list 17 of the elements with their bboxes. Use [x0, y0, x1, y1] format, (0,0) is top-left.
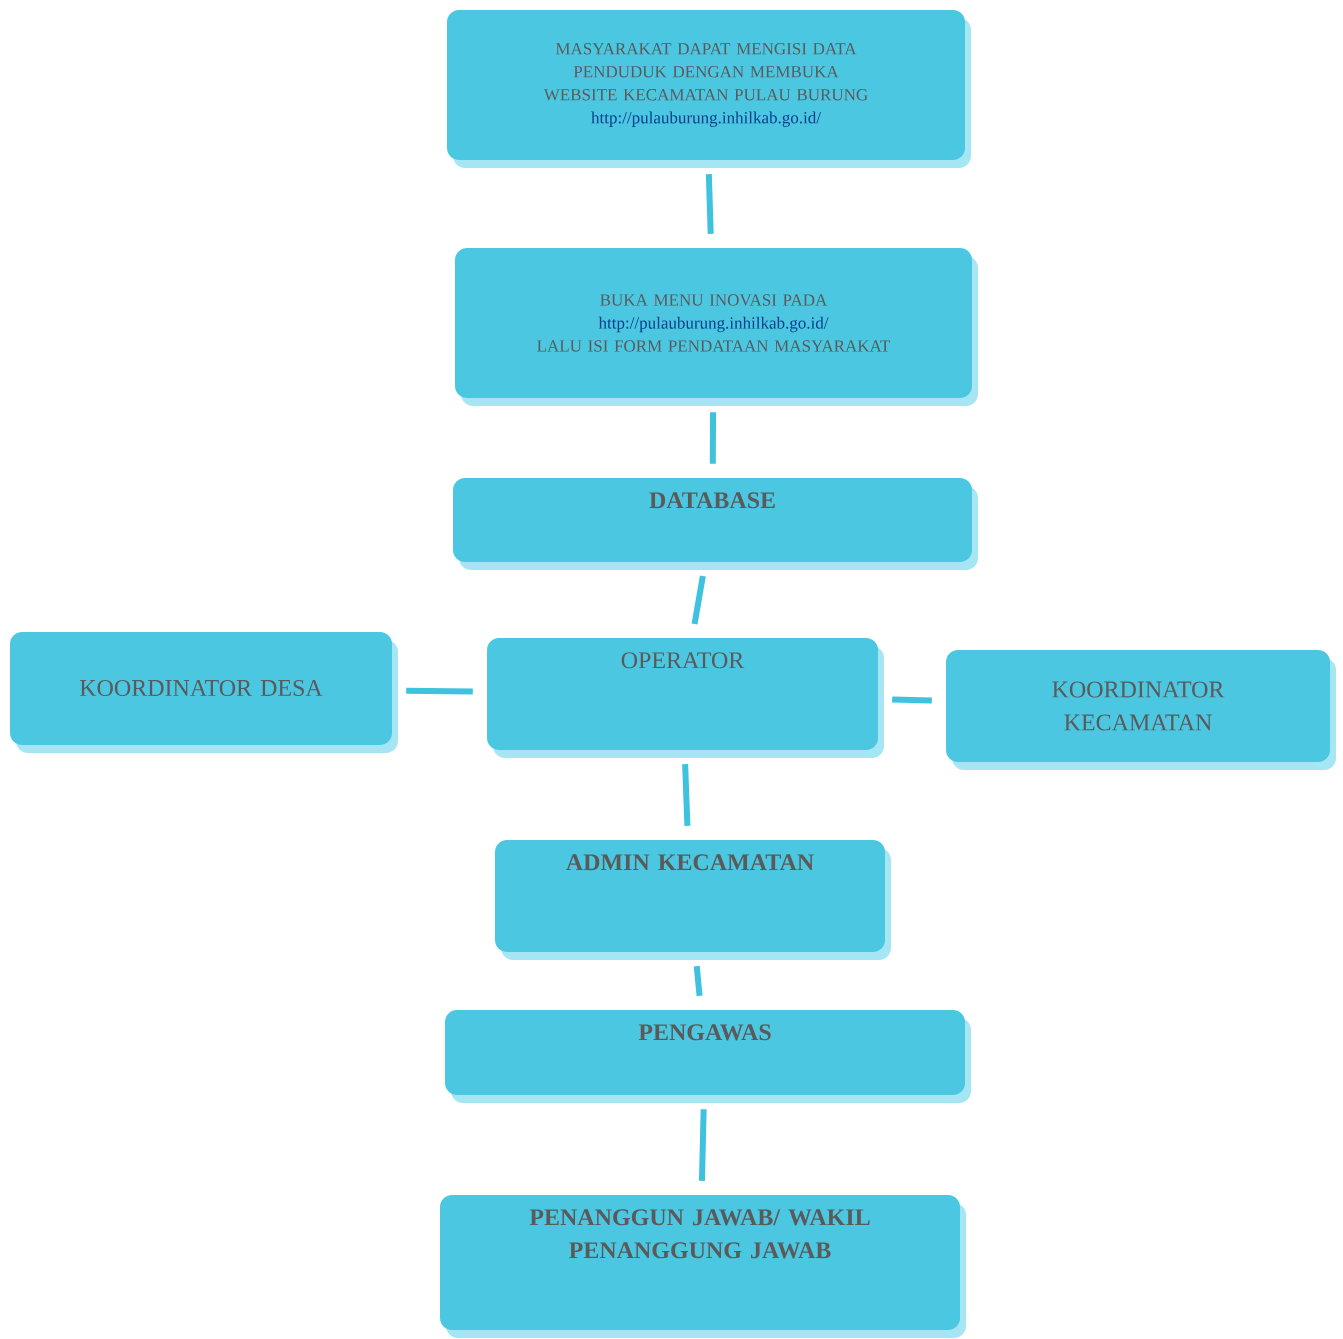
connector-line [705, 174, 714, 234]
connector-line [693, 965, 703, 997]
connector-line [691, 575, 706, 625]
connector-line [682, 764, 691, 826]
connector-line [698, 1109, 707, 1181]
process-box: KOORDINATOR KECAMATAN [946, 650, 1336, 770]
connector-line [406, 687, 473, 695]
connector-line [892, 696, 932, 704]
process-box: KOORDINATOR DESA [10, 632, 398, 753]
process-box: PENGAWAS [445, 1010, 971, 1103]
process-box: ADMIN KECAMATAN [495, 840, 891, 960]
process-box: DATABASE [453, 478, 978, 570]
connector-line [709, 412, 717, 464]
process-box: PENANGGUN JAWAB/ WAKIL PENANGGUNG JAWAB [440, 1195, 966, 1338]
process-box: BUKA MENU INOVASI PADA http://pulauburung.inhilkab.go.id/ LALU ISI FORM PENDATAAN MASYARAKAT [455, 248, 978, 406]
process-box: MASYARAKAT DAPAT MENGISI DATA PENDUDUK DENGAN MEMBUKA WEBSITE KECAMATAN PULAU BURUNG http://pulauburung.inhilkab.go.id/ [447, 10, 971, 168]
process-box: OPERATOR [487, 638, 884, 758]
